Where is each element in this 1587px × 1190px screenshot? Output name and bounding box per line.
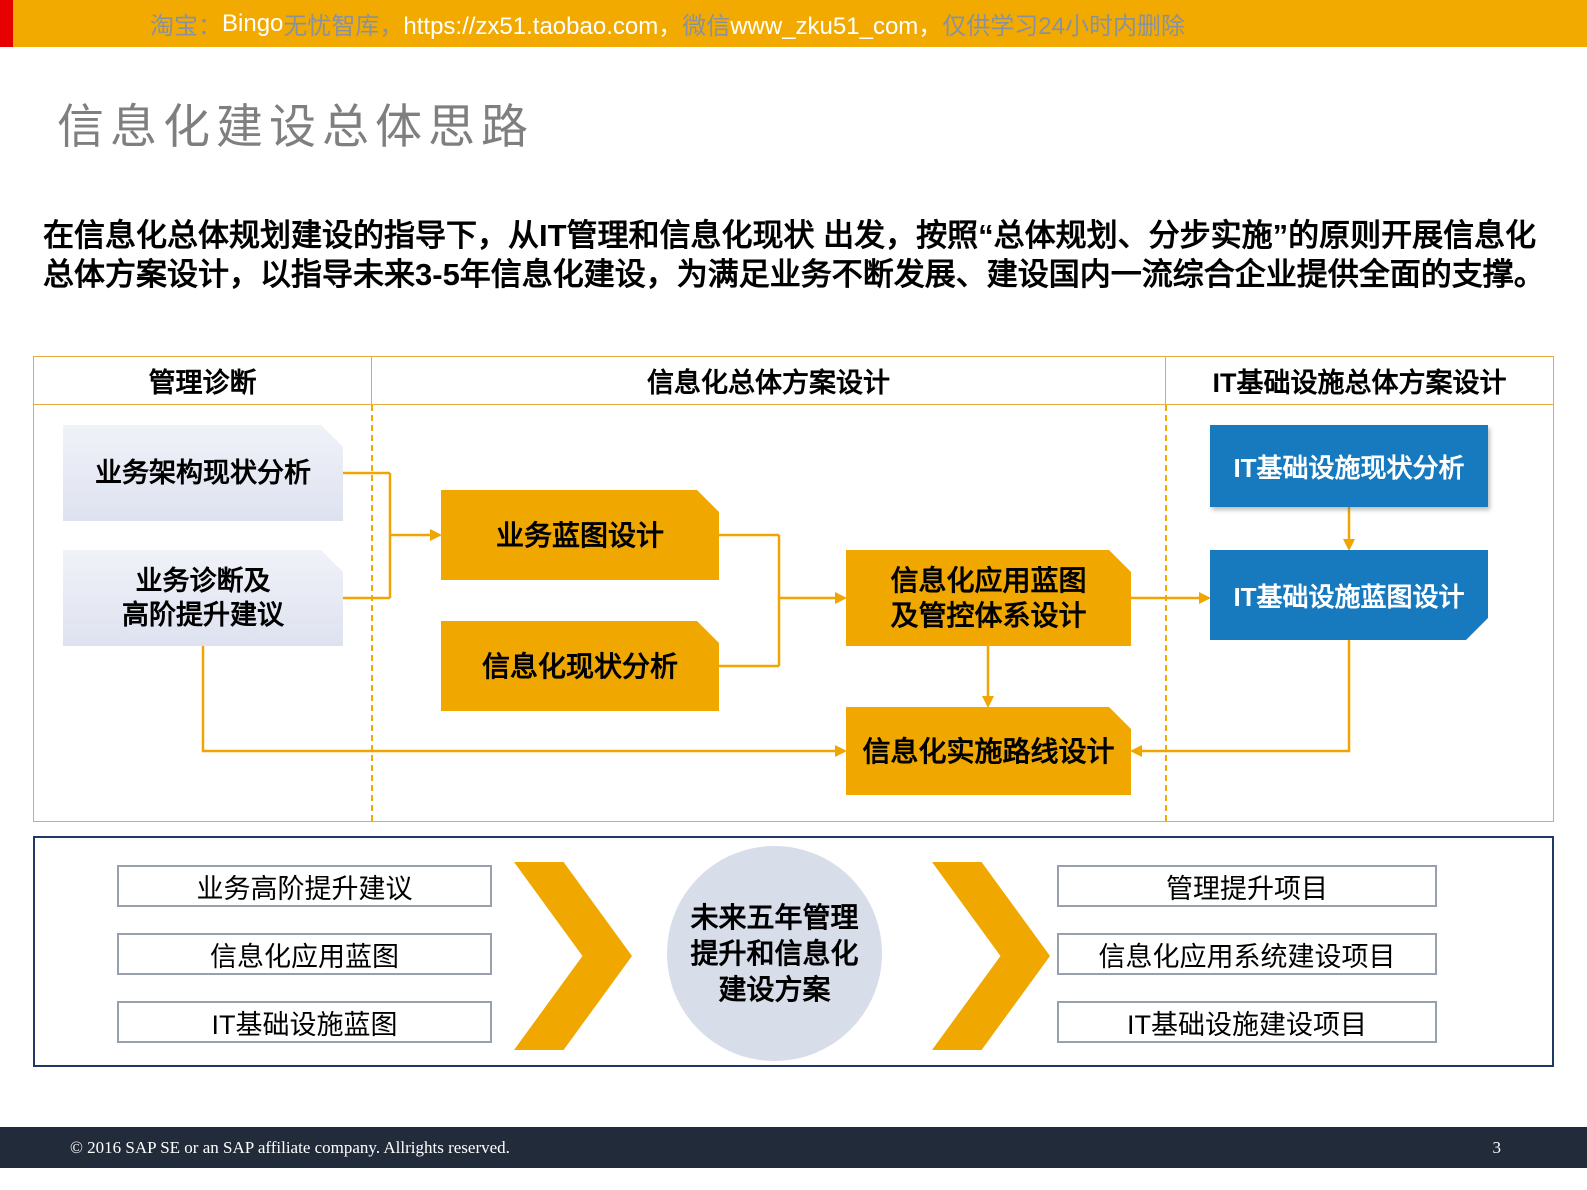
node-business-architecture-analysis: 业务架构现状分析 [63, 425, 343, 521]
node-application-blueprint-design: 信息化应用蓝图 及管控体系设计 [846, 550, 1131, 646]
banner-link-text: https://zx51.taobao.com， [403, 13, 683, 40]
node-it-infrastructure-blueprint-design: IT基础设施蓝图设计 [1210, 550, 1488, 640]
summary-flow-panel: 业务高阶提升建议 信息化应用蓝图 IT基础设施蓝图 未来五年管理 提升和信息化 … [33, 836, 1554, 1067]
node-label: 业务蓝图设计 [495, 519, 664, 551]
node-label-line: 高阶提升建议 [122, 600, 284, 630]
node-implementation-roadmap-design: 信息化实施路线设计 [846, 707, 1131, 795]
output-item-management-improvement: 管理提升项目 [1057, 865, 1437, 907]
chevron-right-icon [932, 862, 1050, 1050]
node-business-blueprint-design: 业务蓝图设计 [441, 490, 719, 580]
diagram-header-management-diagnosis: 管理诊断 [34, 357, 372, 404]
chevron-right-icon [514, 862, 632, 1050]
process-diagram: 管理诊断 信息化总体方案设计 IT基础设施总体方案设计 [33, 356, 1554, 822]
banner-segment: Bingo [222, 9, 284, 37]
column-divider-dashed-left [371, 405, 373, 821]
node-label: IT基础设施蓝图设计 [1233, 581, 1465, 612]
node-business-diagnosis: 业务诊断及 高阶提升建议 [63, 550, 343, 646]
flow-arrows [201, 471, 1355, 757]
top-banner: 淘宝： Bingo 无忧智库， https://zx51.taobao.com，… [0, 0, 1587, 47]
circle-label-line: 提升和信息化 [690, 937, 859, 969]
node-label-line: 信息化应用蓝图 [890, 565, 1087, 596]
output-item-it-infrastructure: IT基础设施建设项目 [1057, 1001, 1437, 1043]
node-informatization-status-analysis: 信息化现状分析 [441, 621, 719, 711]
input-item-business-improvement: 业务高阶提升建议 [117, 865, 492, 907]
banner-segment: 微信 [682, 13, 731, 40]
node-label-line: 及管控体系设计 [890, 600, 1087, 631]
copyright-text: © 2016 SAP SE or an SAP affiliate compan… [70, 1137, 510, 1157]
input-item-application-blueprint: 信息化应用蓝图 [117, 933, 492, 975]
input-item-it-infrastructure-blueprint: IT基础设施蓝图 [117, 1001, 492, 1043]
node-label: 信息化现状分析 [481, 650, 678, 682]
five-year-plan-circle: 未来五年管理 提升和信息化 建设方案 [667, 846, 882, 1061]
banner-red-strip [0, 0, 13, 47]
diagram-header-row: 管理诊断 信息化总体方案设计 IT基础设施总体方案设计 [34, 357, 1553, 405]
page-number: 3 [1492, 1137, 1502, 1157]
output-item-application-system: 信息化应用系统建设项目 [1057, 933, 1437, 975]
circle-label-line: 建设方案 [718, 973, 831, 1005]
intro-paragraph: 在信息化总体规划建设的指导下，从IT管理和信息化现状 出发，按照“总体规划、分步… [43, 218, 1545, 292]
node-label: 信息化实施路线设计 [862, 735, 1115, 767]
diagram-header-overall-design: 信息化总体方案设计 [372, 357, 1166, 404]
circle-label-line: 未来五年管理 [690, 901, 859, 933]
node-label: IT基础设施现状分析 [1233, 452, 1465, 483]
diagram-header-it-infrastructure: IT基础设施总体方案设计 [1212, 368, 1507, 398]
banner-segment: 无忧智库， [283, 13, 404, 40]
node-label-line: 业务诊断及 [135, 566, 271, 596]
page-title: 信息化建设总体思路 [57, 102, 534, 154]
node-it-infrastructure-status-analysis: IT基础设施现状分析 [1210, 425, 1488, 507]
column-divider-dashed-right [1165, 405, 1167, 821]
node-label: 业务架构现状分析 [95, 458, 311, 488]
banner-segment: 淘宝： [150, 13, 222, 40]
banner-segment: 仅供学习24小时内删除 [942, 13, 1185, 40]
banner-segment: www_zku51_com， [730, 13, 943, 40]
banner-text: 淘宝： Bingo 无忧智库， https://zx51.taobao.com，… [150, 0, 1185, 47]
footer-bar: © 2016 SAP SE or an SAP affiliate compan… [0, 1127, 1587, 1168]
